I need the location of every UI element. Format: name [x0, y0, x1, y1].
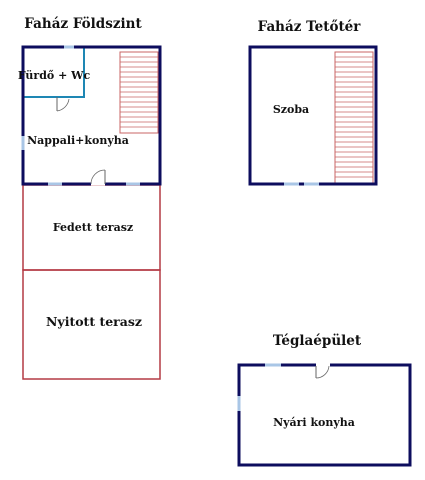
bathroom-door: [56, 97, 70, 112]
summer-kitchen-label: Nyári konyha: [273, 416, 355, 429]
brick-building-title: Téglaépület: [273, 333, 362, 349]
entrance-door: [90, 169, 106, 186]
window: [64, 45, 74, 49]
living-room-label: Nappali+konyha: [27, 134, 129, 147]
open-terrace: [22, 269, 161, 380]
bathroom-wall: [24, 48, 85, 98]
window: [21, 136, 25, 150]
brick-building-door: [315, 363, 330, 379]
window: [237, 396, 241, 411]
window: [284, 182, 299, 186]
covered-terrace-label: Fedett terasz: [53, 221, 133, 234]
attic-room-label: Szoba: [273, 103, 309, 116]
window: [126, 182, 140, 186]
window: [265, 363, 281, 367]
window: [48, 182, 62, 186]
ground-floor-plan: Fürdő + Wc Nappali+konyha Fedett terasz …: [18, 45, 162, 380]
brick-building-plan: Nyári konyha: [237, 363, 412, 467]
attic-staircase: [334, 51, 374, 184]
attic-plan: Szoba: [248, 45, 378, 186]
brick-building-walls: [237, 363, 412, 467]
attic-title: Faház Tetőtér: [258, 19, 362, 35]
ground-floor-title: Faház Földszint: [24, 16, 142, 32]
open-terrace-label: Nyitott terasz: [46, 314, 142, 329]
bathroom-label: Fürdő + Wc: [18, 69, 91, 82]
ground-floor-staircase: [119, 51, 159, 134]
window: [304, 182, 319, 186]
